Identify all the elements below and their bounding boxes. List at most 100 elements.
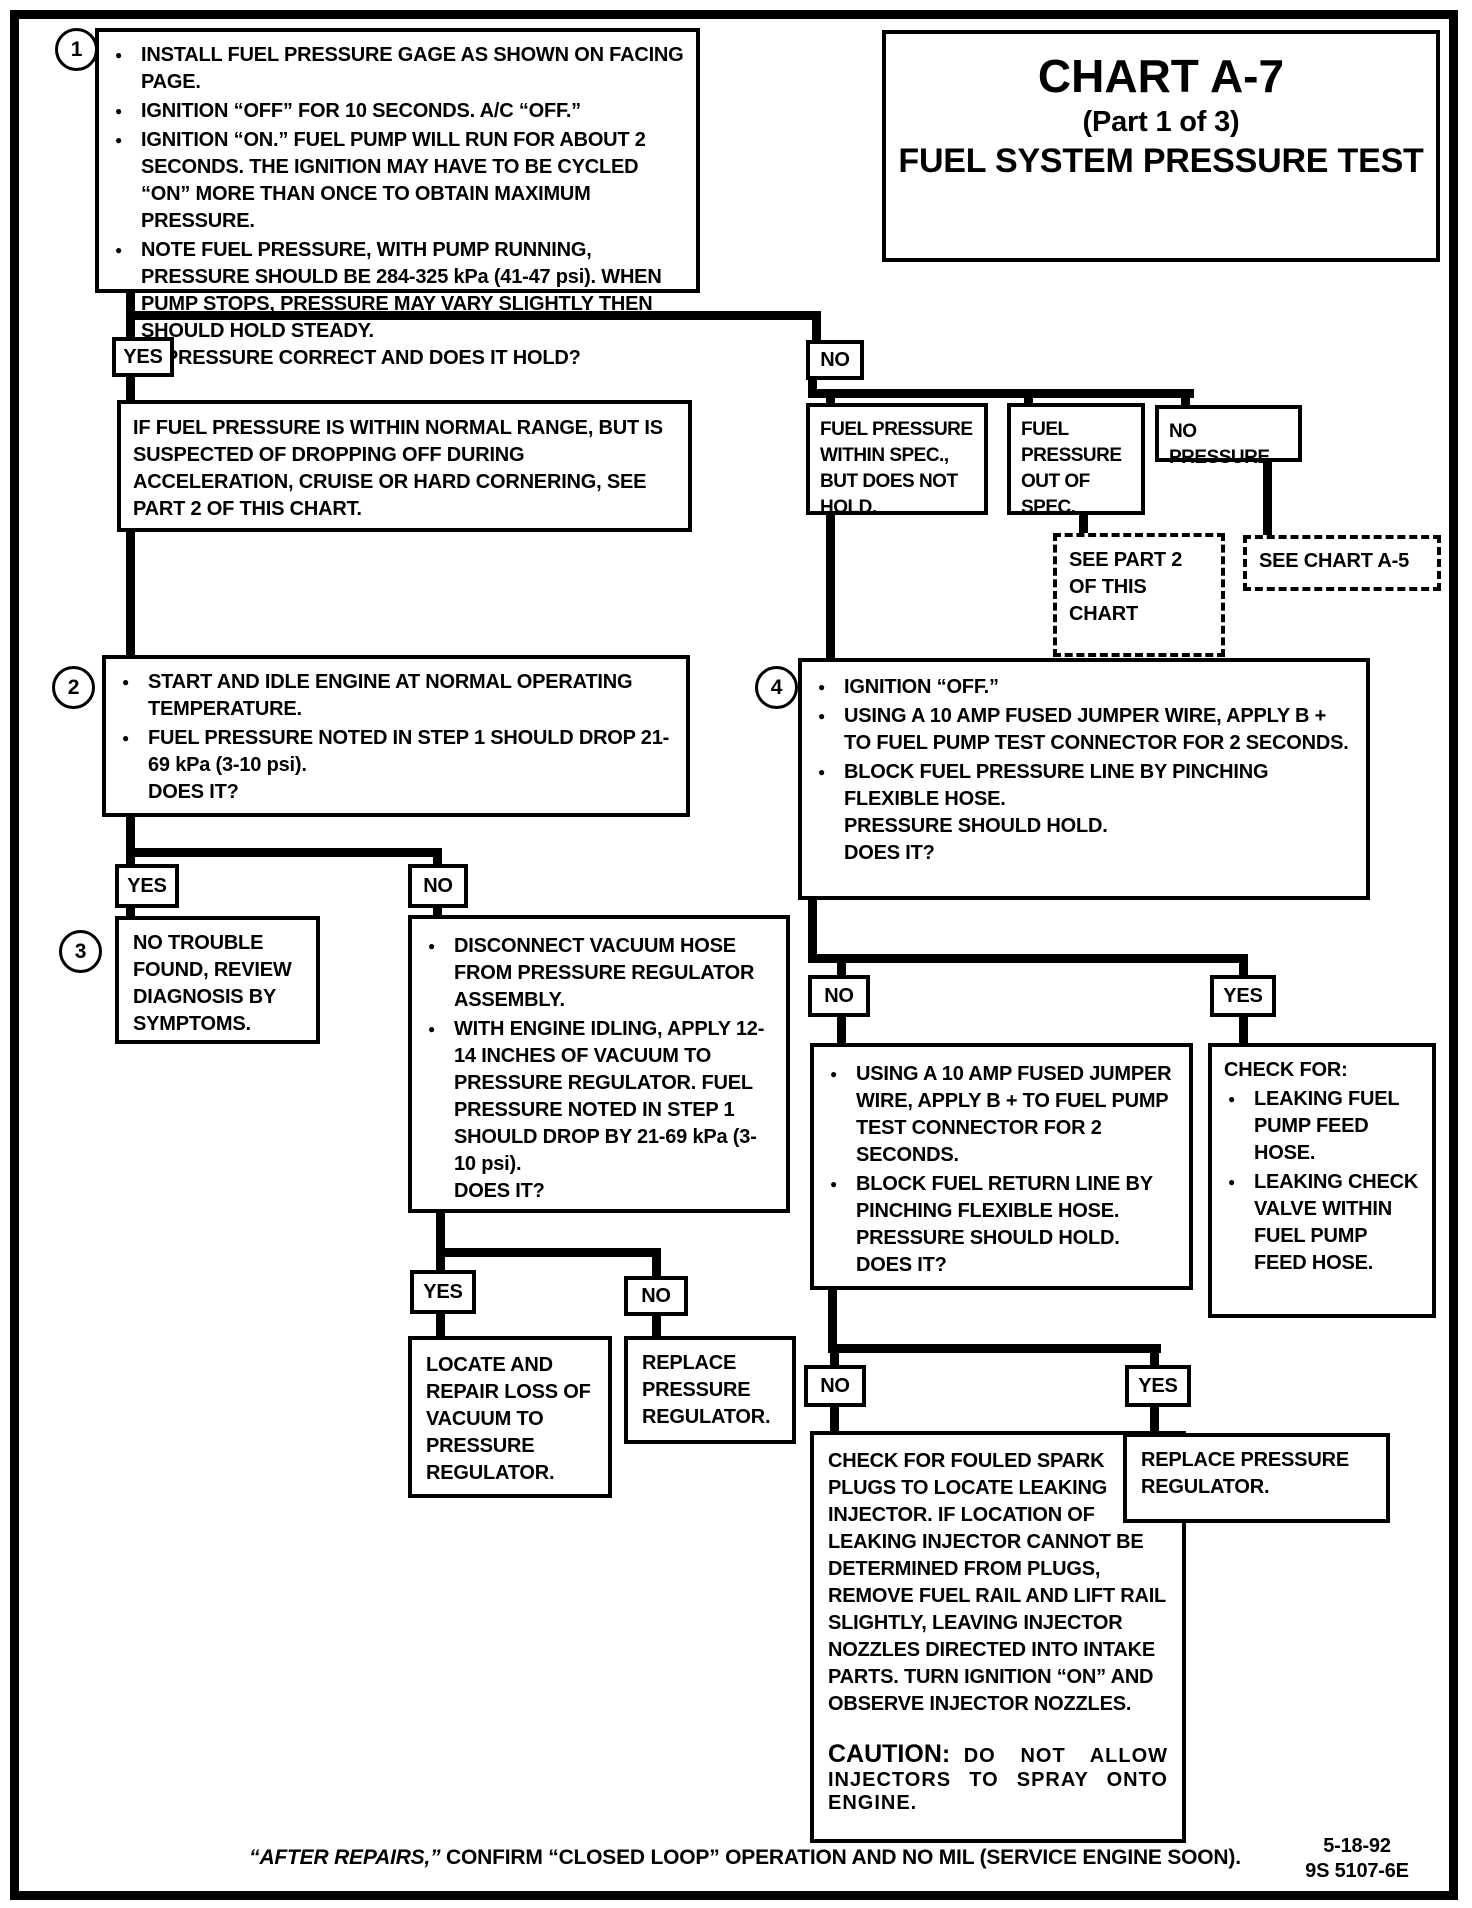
bullet-item: ●WITH ENGINE IDLING, APPLY 12-14 INCHES … xyxy=(422,1016,776,1205)
bullet-item: ●BLOCK FUEL PRESSURE LINE BY PINCHING FL… xyxy=(812,759,1356,867)
no-label-3: NO xyxy=(624,1276,688,1316)
bullet-icon: ● xyxy=(818,709,826,723)
connector xyxy=(1239,954,1248,975)
connector xyxy=(126,848,442,857)
connector xyxy=(837,1017,846,1043)
vacuum-test-box: ●DISCONNECT VACUUM HOSE FROM PRESSURE RE… xyxy=(408,915,790,1213)
bullet-item: ●IGNITION “OFF” FOR 10 SECONDS. A/C “OFF… xyxy=(109,98,686,125)
bullet-icon: ● xyxy=(122,731,130,745)
bullet-icon: ● xyxy=(818,765,826,779)
replace-regulator-box-2: REPLACE PRESSURE REGULATOR. xyxy=(1123,1433,1390,1523)
check-for-box: CHECK FOR: ●LEAKING FUEL PUMP FEED HOSE.… xyxy=(1208,1043,1436,1318)
connector xyxy=(652,1316,661,1336)
bullet-icon: ● xyxy=(428,939,436,953)
bullet-icon: ● xyxy=(1228,1092,1236,1106)
bullet-icon: ● xyxy=(115,48,123,62)
connector xyxy=(433,906,442,917)
condition-no-pressure-box: NO PRESSURE xyxy=(1155,405,1302,468)
no-label-1: NO xyxy=(806,340,864,380)
step-number: 1 xyxy=(70,37,83,61)
no-label-5: NO xyxy=(804,1365,866,1407)
connector xyxy=(126,377,135,402)
step-number: 3 xyxy=(74,939,87,963)
see-part2-box: SEE PART 2 OF THIS CHART xyxy=(1053,533,1225,657)
connector xyxy=(828,1344,1161,1353)
bullet-item: ●LEAKING FUEL PUMP FEED HOSE. xyxy=(1222,1086,1422,1167)
caution-paragraph: CAUTION: DO NOT ALLOW INJECTORS TO SPRAY… xyxy=(828,1740,1168,1815)
connector xyxy=(808,954,1248,963)
bullet-item: ●NOTE FUEL PRESSURE, WITH PUMP RUNNING, … xyxy=(109,237,686,372)
footer-note-italic: “AFTER REPAIRS,” xyxy=(249,1846,441,1869)
connector xyxy=(1024,395,1033,407)
bullet-item: ●IGNITION “ON.” FUEL PUMP WILL RUN FOR A… xyxy=(109,127,686,235)
caution-text: DO NOT ALLOW INJECTORS TO SPRAY ONTO ENG… xyxy=(828,1745,1169,1814)
chart-part: (Part 1 of 3) xyxy=(1082,106,1240,138)
condition-out-of-spec-box: FUEL PRESSURE OUT OF SPEC. xyxy=(1007,403,1145,518)
connector xyxy=(436,1213,445,1256)
bullet-icon: ● xyxy=(122,675,130,689)
step2-box: ●START AND IDLE ENGINE AT NORMAL OPERATI… xyxy=(102,655,690,817)
connector xyxy=(830,1344,839,1365)
connector xyxy=(1263,460,1272,537)
connector xyxy=(1181,395,1190,409)
replace-regulator-box-1: REPLACE PRESSURE REGULATOR. xyxy=(624,1336,796,1444)
connector xyxy=(436,1248,661,1257)
connector xyxy=(126,531,135,656)
chart-title: CHART A-7 xyxy=(1037,50,1285,102)
step-number: 4 xyxy=(770,675,783,699)
step-number-circle-3: 3 xyxy=(59,930,102,973)
connector xyxy=(1079,513,1088,535)
yes-label-4: YES xyxy=(1210,975,1276,1017)
connector xyxy=(126,906,135,918)
bullet-item: ●BLOCK FUEL RETURN LINE BY PINCHING FLEX… xyxy=(824,1171,1179,1279)
footer-meta: 5-18-92 9S 5107-6E xyxy=(1282,1834,1432,1884)
chart-title-box: CHART A-7 (Part 1 of 3) FUEL SYSTEM PRES… xyxy=(882,30,1440,262)
jumper-return-test-box: ●USING A 10 AMP FUSED JUMPER WIRE, APPLY… xyxy=(810,1043,1193,1290)
yes-label-1: YES xyxy=(112,337,174,377)
step-number-circle-2: 2 xyxy=(52,666,95,709)
connector xyxy=(652,1248,661,1278)
bullet-icon: ● xyxy=(115,104,123,118)
yes-label-5: YES xyxy=(1125,1365,1191,1407)
bullet-item: ●IGNITION “OFF.” xyxy=(812,674,1356,701)
connector xyxy=(808,378,817,396)
connector xyxy=(828,1290,837,1352)
footer-note: “AFTER REPAIRS,” CONFIRM “CLOSED LOOP” O… xyxy=(170,1846,1320,1870)
footer-note-rest: CONFIRM “CLOSED LOOP” OPERATION AND NO M… xyxy=(440,1846,1241,1869)
bullet-icon: ● xyxy=(115,243,123,257)
connector xyxy=(436,1314,445,1336)
see-chart-a5-box: SEE CHART A-5 xyxy=(1243,535,1441,591)
no-trouble-box: NO TROUBLE FOUND, REVIEW DIAGNOSIS BY SY… xyxy=(115,916,320,1044)
footer-date: 5-18-92 xyxy=(1323,1835,1391,1857)
bullet-item: ●USING A 10 AMP FUSED JUMPER WIRE, APPLY… xyxy=(812,703,1356,757)
bullet-icon: ● xyxy=(1228,1175,1236,1189)
connector xyxy=(1239,1017,1248,1043)
spark-plug-check-text: CHECK FOR FOULED SPARK PLUGS TO LOCATE L… xyxy=(828,1450,1166,1715)
connector xyxy=(830,1407,839,1431)
bullet-item: ●INSTALL FUEL PRESSURE GAGE AS SHOWN ON … xyxy=(109,42,686,96)
bullet-item: ●DISCONNECT VACUUM HOSE FROM PRESSURE RE… xyxy=(422,933,776,1014)
footer-doc-code: 9S 5107-6E xyxy=(1305,1860,1409,1882)
step-number-circle-1: 1 xyxy=(55,28,98,71)
bullet-item: ●START AND IDLE ENGINE AT NORMAL OPERATI… xyxy=(116,669,676,723)
connector xyxy=(1150,1344,1159,1365)
yes-label-3: YES xyxy=(410,1270,476,1314)
connector xyxy=(126,311,821,320)
bullet-icon: ● xyxy=(818,680,826,694)
connector xyxy=(808,389,1194,398)
connector xyxy=(436,1248,445,1272)
bullet-icon: ● xyxy=(428,1022,436,1036)
spark-plug-check-box: CHECK FOR FOULED SPARK PLUGS TO LOCATE L… xyxy=(810,1431,1186,1843)
connector xyxy=(126,815,135,866)
page-border xyxy=(10,10,1458,1900)
bullet-item: ●FUEL PRESSURE NOTED IN STEP 1 SHOULD DR… xyxy=(116,725,676,806)
step1-box: ●INSTALL FUEL PRESSURE GAGE AS SHOWN ON … xyxy=(95,28,700,369)
bullet-item: ●LEAKING CHECK VALVE WITHIN FUEL PUMP FE… xyxy=(1222,1169,1422,1277)
bullet-icon: ● xyxy=(830,1177,838,1191)
condition-within-spec-box: FUEL PRESSURE WITHIN SPEC., BUT DOES NOT… xyxy=(806,403,988,518)
chart-subtitle: FUEL SYSTEM PRESSURE TEST xyxy=(898,142,1424,180)
bullet-icon: ● xyxy=(830,1067,838,1081)
no-label-4: NO xyxy=(808,975,870,1017)
connector xyxy=(1150,1407,1159,1433)
